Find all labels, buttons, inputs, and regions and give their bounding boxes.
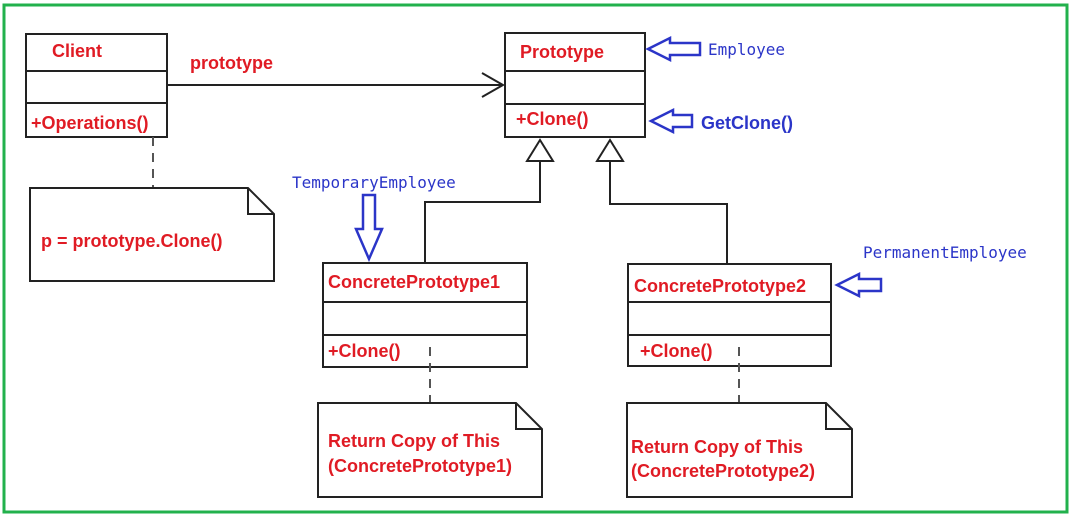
concrete1-note-line1: Return Copy of This (328, 431, 500, 451)
client-operation: +Operations() (31, 113, 149, 133)
concrete-prototype2-operation: +Clone() (640, 341, 713, 361)
client-note-fold (247, 188, 274, 215)
employee-annotation: Employee (708, 40, 785, 59)
generalization-triangle-2 (595, 138, 625, 162)
concrete-prototype2-box (627, 263, 832, 367)
concrete-prototype2-class: ConcretePrototype2 +Clone() (627, 263, 832, 367)
permanent-employee-annotation: PermanentEmployee (863, 243, 1027, 262)
getclone-pointer-arrow (648, 107, 694, 135)
diagram-frame (2, 3, 1069, 514)
prototype-class: Prototype +Clone() (504, 32, 646, 138)
getclone-annotation: GetClone() (701, 113, 793, 133)
client-note-box (29, 187, 275, 282)
client-class-box (25, 33, 168, 138)
inheritance-line-1 (424, 161, 541, 262)
generalization-triangle-1 (525, 138, 555, 162)
concrete-prototype1-name: ConcretePrototype1 (328, 272, 500, 292)
concrete2-note-line1: Return Copy of This (631, 437, 803, 457)
temporary-employee-annotation: TemporaryEmployee (292, 173, 456, 192)
concrete-prototype1-class: ConcretePrototype1 +Clone() (322, 262, 528, 368)
prototype-class-name: Prototype (520, 42, 604, 62)
concrete-prototype2-name: ConcretePrototype2 (634, 276, 806, 296)
concrete1-note-fold (515, 403, 542, 430)
client-class-name: Client (52, 41, 102, 61)
concrete1-note-line2: (ConcretePrototype1) (328, 456, 512, 476)
concrete2-note-line2: (ConcretePrototype2) (631, 461, 815, 481)
association-label: prototype (190, 53, 273, 73)
permanent-employee-pointer-arrow (834, 271, 883, 299)
concrete2-note-fold (825, 403, 852, 430)
prototype-operation: +Clone() (516, 109, 589, 129)
inheritance-line-2 (609, 161, 728, 263)
employee-pointer-arrow (645, 35, 702, 63)
prototype-class-box (504, 32, 646, 138)
association-arrowhead (481, 72, 506, 98)
concrete-prototype1-box (322, 262, 528, 368)
concrete-prototype1-operation: +Clone() (328, 341, 401, 361)
client-class: Client +Operations() (25, 33, 168, 138)
concrete1-note-box (317, 402, 543, 498)
concrete2-note-box (626, 402, 853, 498)
client-note-text: p = prototype.Clone() (41, 231, 223, 251)
temporary-employee-pointer-arrow (354, 193, 384, 263)
